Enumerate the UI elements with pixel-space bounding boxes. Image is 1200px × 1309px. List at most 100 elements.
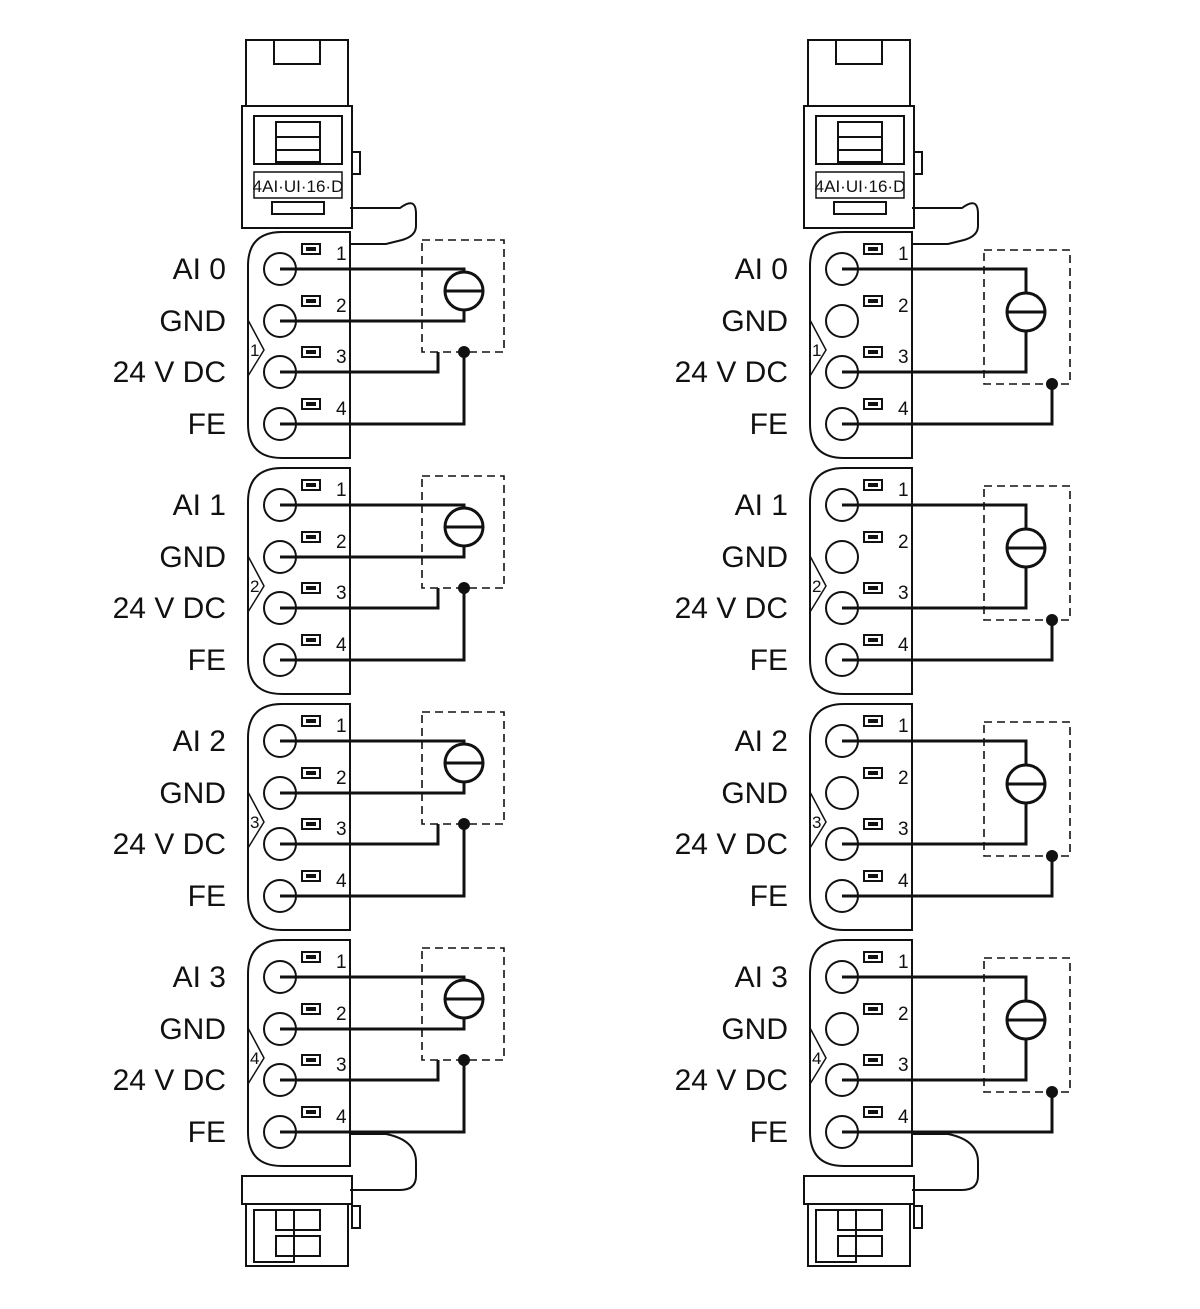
signal-label: AI 1 <box>735 489 788 522</box>
status-led-core <box>306 771 316 775</box>
bottom-latch <box>807 1203 911 1267</box>
pin-number: 4 <box>336 1107 347 1128</box>
pin-number: 1 <box>336 244 347 265</box>
pin-number: 1 <box>336 952 347 973</box>
sensor-box <box>983 249 1071 385</box>
pin-number: 2 <box>336 1004 347 1025</box>
status-led-core <box>306 719 316 723</box>
shield-dot <box>1046 378 1058 390</box>
wire-24v <box>280 352 440 374</box>
status-led-core <box>868 402 878 406</box>
release-button <box>275 121 321 163</box>
group-number: 3 <box>250 813 259 832</box>
wire-gnd <box>280 782 466 795</box>
module-label: 4AI·UI·16·D <box>815 177 906 196</box>
release-lines <box>276 136 320 151</box>
status-led-core <box>868 638 878 642</box>
group-number: 4 <box>250 1049 259 1068</box>
bottom-button-2 <box>837 1235 883 1257</box>
status-led-core <box>306 638 316 642</box>
signal-label: 24 V DC <box>113 828 226 861</box>
wire-fe <box>842 856 1054 898</box>
signal-label: FE <box>188 644 226 677</box>
group-marker <box>247 1027 265 1085</box>
terminal-block-outline <box>247 939 351 1167</box>
signal-label: AI 3 <box>735 961 788 994</box>
wire-ai <box>280 267 466 272</box>
status-led-core <box>868 350 878 354</box>
pin-number: 3 <box>336 583 347 604</box>
shield-dot <box>1046 1086 1058 1098</box>
shield-dot <box>458 1054 470 1066</box>
release-lines <box>838 136 882 151</box>
group-number: 2 <box>812 577 821 596</box>
signal-label: 24 V DC <box>113 1064 226 1097</box>
signal-label: AI 0 <box>173 253 226 286</box>
pin-number: 2 <box>898 768 909 789</box>
status-led-core <box>306 299 316 303</box>
wire-fe <box>842 1092 1054 1134</box>
upper-housing <box>241 105 353 229</box>
signal-label: GND <box>721 777 788 810</box>
side-clip <box>913 151 923 175</box>
sensor-box <box>421 711 505 825</box>
status-led-core <box>868 874 878 878</box>
terminal-block-outline <box>247 703 351 931</box>
pin-number: 4 <box>898 1107 909 1128</box>
terminal-hole <box>825 776 859 810</box>
wire-ai <box>842 975 1028 1001</box>
sensor-box <box>983 721 1071 857</box>
wire-fe <box>280 824 466 898</box>
led-window <box>271 201 325 215</box>
group-marker <box>809 555 827 613</box>
lower-housing <box>241 1175 353 1205</box>
group-marker <box>809 319 827 377</box>
signal-label: AI 2 <box>173 725 226 758</box>
signal-label: FE <box>188 408 226 441</box>
release-slot <box>815 115 905 165</box>
shield-dot <box>1046 614 1058 626</box>
group-number: 2 <box>250 577 259 596</box>
signal-label: 24 V DC <box>675 356 788 389</box>
status-led-core <box>868 247 878 251</box>
signal-label: 24 V DC <box>675 1064 788 1097</box>
group-marker <box>809 1027 827 1085</box>
bottom-button-1 <box>275 1209 321 1231</box>
top-latch <box>245 39 349 107</box>
signal-label: GND <box>159 1013 226 1046</box>
pin-number: 3 <box>336 347 347 368</box>
terminal-block-outline <box>809 467 913 695</box>
wire-ai <box>280 739 466 744</box>
group-number: 1 <box>812 341 821 360</box>
status-led-core <box>306 586 316 590</box>
pin-number: 1 <box>898 244 909 265</box>
terminal-block-outline <box>809 231 913 459</box>
wire-ai <box>280 503 466 508</box>
pin-number: 2 <box>898 532 909 553</box>
signal-label: FE <box>750 1116 788 1149</box>
group-number: 1 <box>250 341 259 360</box>
signal-label: GND <box>159 541 226 574</box>
terminal-block-outline <box>809 939 913 1167</box>
signal-label: GND <box>721 1013 788 1046</box>
label-field <box>253 171 343 199</box>
wire-24v <box>280 824 440 846</box>
signal-label: 24 V DC <box>675 828 788 861</box>
rail-hook-top <box>912 202 979 245</box>
latch-tab <box>273 40 321 65</box>
bottom-button-2 <box>275 1235 321 1257</box>
status-led-core <box>868 771 878 775</box>
pin-number: 4 <box>336 399 347 420</box>
wire-24v <box>842 331 1028 374</box>
status-led-core <box>306 1110 316 1114</box>
status-led-core <box>868 719 878 723</box>
signal-label: GND <box>159 305 226 338</box>
pin-number: 2 <box>898 296 909 317</box>
shield-dot <box>458 818 470 830</box>
group-marker <box>247 791 265 849</box>
